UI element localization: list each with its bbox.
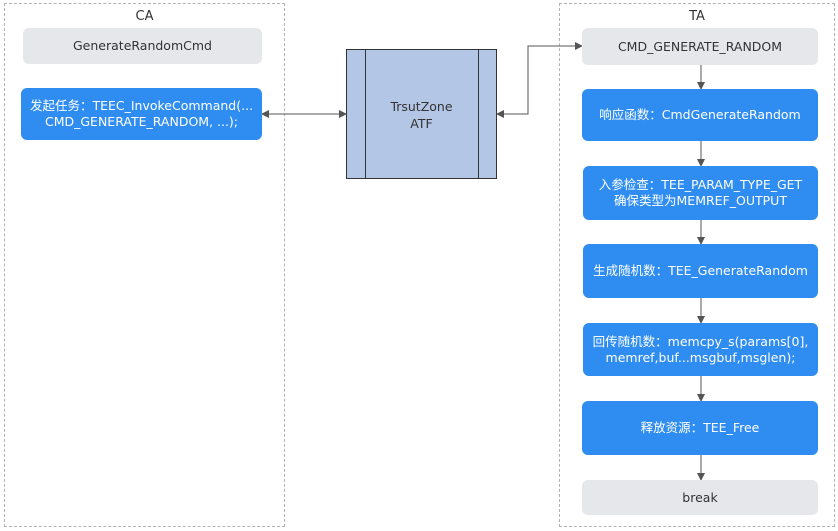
ca-invoke-command-node: 发起任务：TEEC_InvokeCommand(... CMD_GENERATE… — [21, 88, 262, 140]
trustzone-atf-label: TrsutZone ATF — [390, 99, 453, 131]
trustzone-ta-connector — [496, 42, 583, 118]
ta-free-resources-node: 释放资源：TEE_Free — [582, 401, 818, 455]
ta-respond-function-node: 响应函数：CmdGenerateRandom — [582, 89, 818, 141]
trustzone-atf-block: TrsutZone ATF — [346, 49, 497, 179]
ca-lane — [4, 3, 285, 527]
ca-lane-title: CA — [135, 9, 154, 24]
ta-param-check-node: 入参检查：TEE_PARAM_TYPE_GET 确保类型为MEMREF_OUTP… — [583, 166, 818, 220]
ta-generate-random-node: 生成随机数：TEE_GenerateRandom — [583, 244, 818, 298]
ta-return-random-node: 回传随机数：memcpy_s(params[0], memref,buf...m… — [583, 323, 818, 376]
ca-generate-random-cmd-node: GenerateRandomCmd — [23, 28, 262, 64]
ta-lane — [559, 3, 835, 527]
ta-lane-title: TA — [689, 9, 705, 24]
ta-break-node: break — [582, 480, 818, 515]
ta-cmd-generate-random-node: CMD_GENERATE_RANDOM — [582, 28, 818, 65]
